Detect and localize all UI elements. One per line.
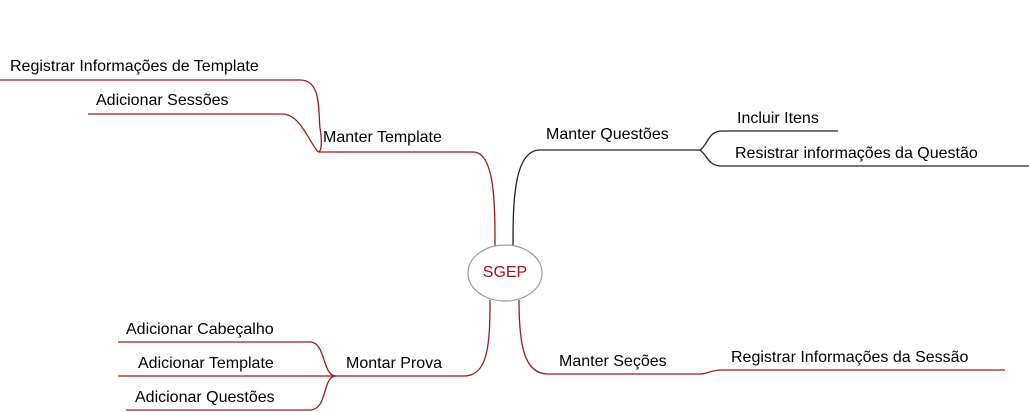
leaf-resistrar-informacoes-questao[interactable]: Resistrar informações da Questão [735, 145, 978, 162]
connector-root-montar-prova [336, 299, 491, 377]
leaf-registrar-informacoes-template[interactable]: Registrar Informações de Template [10, 58, 259, 75]
root-label: SGEP [482, 264, 528, 281]
branch-manter-template[interactable]: Manter Template [323, 129, 442, 146]
branch-montar-prova[interactable]: Montar Prova [346, 355, 443, 372]
connector-root-manter-template [318, 151, 496, 247]
connector-template-sessoes [88, 113, 319, 153]
connector-questoes-incluir [699, 130, 838, 151]
leaf-adicionar-cabecalho[interactable]: Adicionar Cabeçalho [126, 321, 274, 338]
connector-questoes-resistrar [699, 149, 1029, 167]
connector-root-manter-secoes [518, 299, 700, 375]
leaf-adicionar-template[interactable]: Adicionar Template [138, 355, 274, 372]
branch-manter-questoes[interactable]: Manter Questões [546, 126, 669, 143]
leaf-registrar-informacoes-sessao[interactable]: Registrar Informações da Sessão [731, 349, 969, 366]
leaf-incluir-itens[interactable]: Incluir Itens [737, 110, 819, 127]
connector-root-manter-questoes [512, 149, 700, 249]
connector-template-registrar [0, 79, 322, 153]
root-node[interactable] [467, 244, 543, 302]
connector-prova-questoes [126, 375, 337, 411]
leaf-adicionar-questoes[interactable]: Adicionar Questões [135, 389, 275, 406]
leaf-adicionar-sessoes[interactable]: Adicionar Sessões [96, 92, 229, 109]
connector-secoes-registrar [699, 369, 1005, 375]
connector-prova-cabecalho [118, 341, 337, 377]
branch-manter-secoes[interactable]: Manter Seções [559, 353, 667, 370]
